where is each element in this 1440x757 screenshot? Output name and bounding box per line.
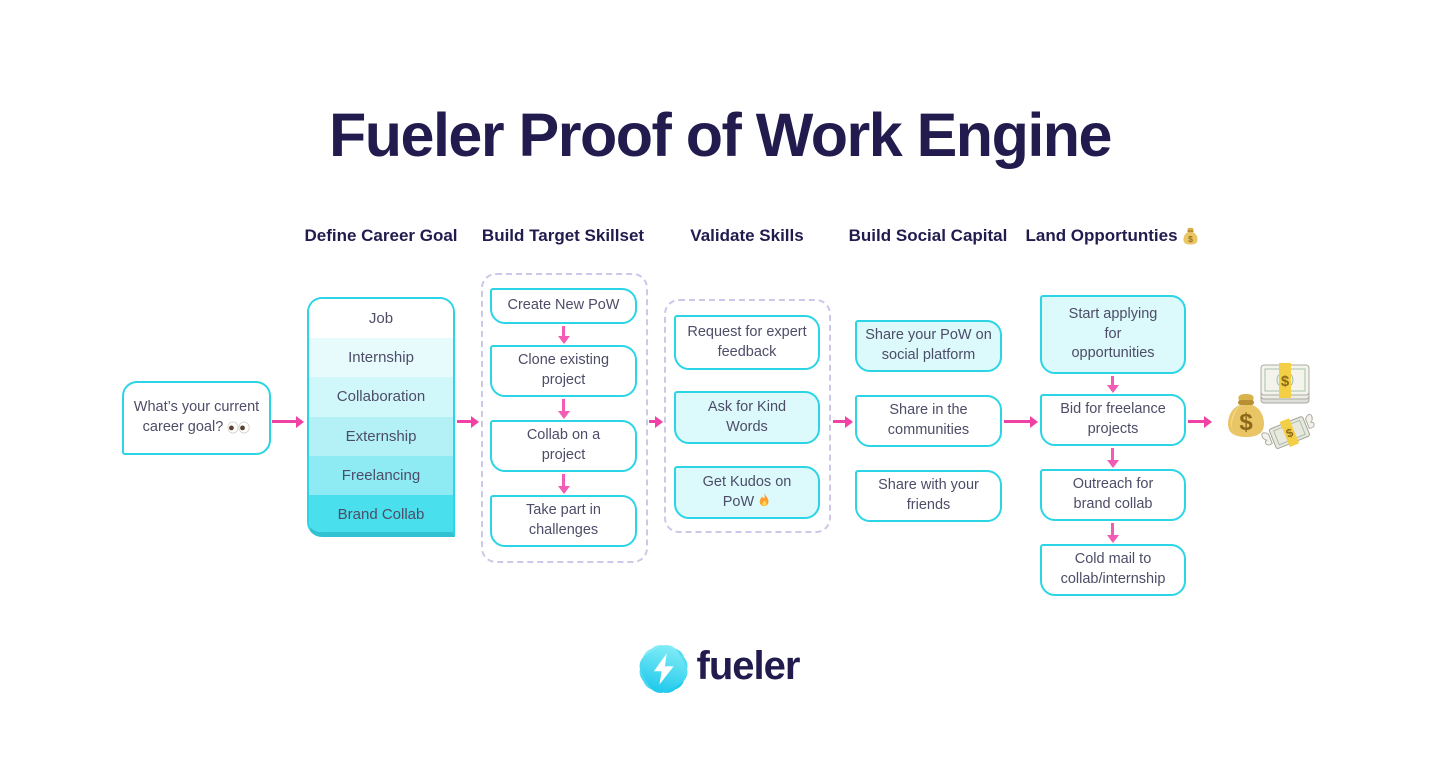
stage-header-define-career-goal: Define Career Goal: [304, 226, 457, 246]
arrow-down: [557, 474, 570, 494]
fire-icon: [759, 492, 769, 506]
step-box-get-kudos-on-pow: Get Kudos on PoW: [674, 466, 820, 519]
stage-header-build-target-skillset: Build Target Skillset: [482, 226, 644, 246]
step-box-start-applying: Start applying for opportunities: [1040, 295, 1186, 374]
lightning-bolt-icon: [653, 652, 674, 685]
career-goal-item: Brand Collab: [309, 494, 453, 532]
career-goal-item: Collaboration: [309, 377, 453, 417]
arrow-validate-to-social: [833, 415, 853, 428]
intro-question-label: What’s your current career goal?: [133, 399, 260, 435]
step-box-collab-on-a-project: Collab on a project: [490, 420, 637, 472]
step-box-clone-existing-project: Clone existing project: [490, 345, 637, 397]
career-goal-item: Job: [309, 299, 453, 339]
arrow-goals-to-skillset: [457, 415, 479, 428]
svg-text:$: $: [1284, 425, 1296, 441]
career-goal-item: Externship: [309, 416, 453, 456]
step-box-share-in-communities: Share in the communities: [855, 395, 1002, 447]
stage-label: Land Opportunties: [1025, 226, 1178, 245]
arrow-down: [1106, 376, 1119, 393]
step-box-bid-freelance: Bid for freelance projects: [1040, 394, 1186, 446]
step-box-cold-mail: Cold mail to collab/internship: [1040, 544, 1186, 596]
fueler-badge-icon: [634, 639, 693, 698]
step-box-create-new-pow: Create New PoW: [490, 288, 637, 324]
career-goal-stack: Job Internship Collaboration Externship …: [307, 297, 455, 537]
career-goal-item: Internship: [309, 338, 453, 378]
stage-label: Define Career Goal: [304, 226, 458, 245]
money-with-wings-icon: $: [1261, 413, 1315, 449]
arrow-down: [1106, 523, 1119, 543]
step-box-share-with-friends: Share with your friends: [855, 470, 1002, 522]
arrow-social-to-opportunities: [1004, 415, 1038, 428]
stage-label: Validate Skills: [690, 226, 804, 245]
money-bag-icon: $: [1228, 394, 1264, 437]
dollar-banknotes-icon: $: [1260, 363, 1310, 404]
validate-group-outline: [664, 299, 831, 533]
arrow-opportunities-to-outcome: [1188, 415, 1212, 428]
stage-label: Build Target Skillset: [481, 226, 645, 245]
intro-question-box: What’s your current career goal?: [122, 381, 271, 455]
arrow-intro-to-goals: [272, 415, 304, 428]
arrow-down: [557, 399, 570, 419]
fueler-logo-text: fueler: [696, 644, 801, 688]
step-box-request-expert-feedback: Request for expert feedback: [674, 315, 820, 370]
stage-header-build-social-capital: Build Social Capital: [849, 226, 1008, 246]
arrow-skillset-to-validate: [649, 415, 663, 428]
arrow-down: [557, 326, 570, 344]
svg-text:$: $: [1281, 373, 1290, 390]
page-title: Fueler Proof of Work Engine: [329, 101, 1112, 169]
arrow-down: [1106, 448, 1119, 468]
step-box-outreach-brand-collab: Outreach for brand collab: [1040, 469, 1186, 521]
stage-header-land-opportunties: Land Opportunties $: [1025, 226, 1198, 246]
stage-label: Build Social Capital: [848, 226, 1008, 245]
step-box-share-pow-social: Share your PoW on social platform: [855, 320, 1002, 372]
svg-text:$: $: [1239, 409, 1253, 436]
fueler-logo: fueler: [634, 639, 801, 698]
skillset-group-outline: [481, 273, 648, 563]
career-goal-item: Freelancing: [309, 455, 453, 495]
svg-text:$: $: [1188, 234, 1193, 244]
step-box-ask-for-kind-words: Ask for Kind Words: [674, 391, 820, 444]
step-box-take-part-in-challenges: Take part in challenges: [490, 495, 637, 547]
stage-header-validate-skills: Validate Skills: [690, 226, 803, 246]
money-bag-icon: $: [1183, 227, 1198, 245]
eyes-icon: [227, 421, 250, 434]
